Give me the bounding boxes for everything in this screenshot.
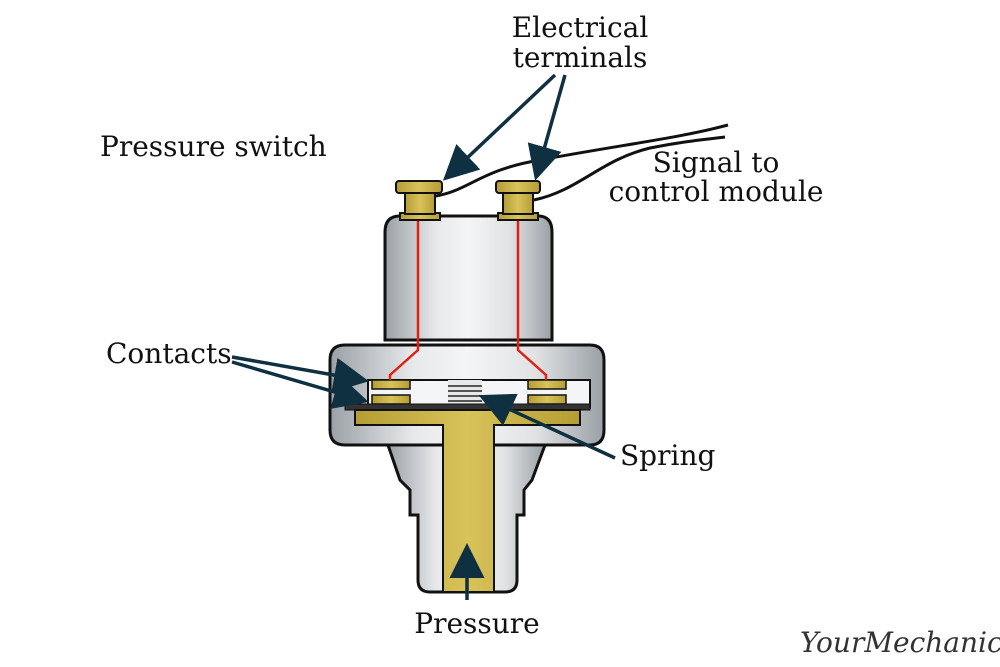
contact-lower-right bbox=[527, 394, 567, 405]
pressure-label: Pressure bbox=[414, 607, 540, 640]
arrow-terminal-left bbox=[442, 73, 557, 181]
pressure-piston bbox=[354, 409, 581, 593]
signal-wire-2 bbox=[533, 135, 726, 202]
internal-wire-right bbox=[516, 220, 548, 380]
brand-logo: YourMechanic bbox=[800, 626, 1000, 659]
contact-upper-right bbox=[527, 379, 567, 390]
arrow-terminal-right bbox=[527, 74, 567, 181]
internal-wire-left bbox=[388, 220, 420, 380]
arrow-contact-lower bbox=[231, 360, 369, 409]
electrical-terminals-label-line2: terminals bbox=[513, 41, 648, 74]
arrow-spring bbox=[478, 393, 616, 460]
terminal-right bbox=[495, 180, 541, 221]
contact-upper-left bbox=[371, 379, 411, 390]
signal-label-line1: Signal to bbox=[653, 146, 780, 179]
spring bbox=[448, 380, 482, 406]
contact-lower-left bbox=[371, 394, 411, 405]
spring-label: Spring bbox=[620, 439, 715, 472]
electrical-terminals-label-line1: Electrical bbox=[512, 11, 649, 44]
switch-upper-body bbox=[383, 214, 554, 342]
terminal-left bbox=[395, 180, 443, 221]
contacts-label: Contacts bbox=[106, 337, 232, 370]
title-label: Pressure switch bbox=[100, 130, 327, 163]
signal-label-line2: control module bbox=[609, 175, 824, 208]
